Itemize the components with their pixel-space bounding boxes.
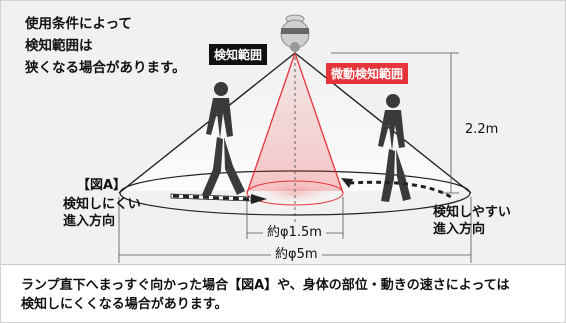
inner-diameter-label: 約φ1.5m <box>263 225 326 240</box>
direction-arrow-icon <box>170 193 267 204</box>
micro-cone-edge-right <box>294 52 344 194</box>
detection-range-label: 検知範囲 <box>209 44 268 65</box>
walking-person-icon <box>201 82 245 199</box>
footnote-line: ランプ直下へまっすぐ向かった場合【図A】や、身体の部位・動きの速さによっては <box>21 278 510 293</box>
figure-a-label: 【図A】 <box>77 178 127 193</box>
divider <box>1 264 565 265</box>
sensor-lamp-icon <box>280 14 310 52</box>
intro-line: 狭くなる場合があります。 <box>25 60 186 76</box>
footnote-line: 検知しにくくなる場合があります。 <box>21 297 228 312</box>
easy-to-detect-label: 検知しやすい 進入方向 <box>433 204 511 238</box>
intro-line: 検知範囲は <box>25 38 93 54</box>
hard-to-detect-line: 進入方向 <box>63 214 116 229</box>
easy-to-detect-line: 検知しやすい <box>433 205 511 220</box>
hard-to-detect-line: 検知しにくい <box>63 197 141 212</box>
micro-detection-cone <box>247 53 343 191</box>
micro-cone-edge-left <box>246 52 296 194</box>
outer-diameter-label: 約φ5m <box>271 247 322 262</box>
easy-to-detect-line: 進入方向 <box>433 222 486 237</box>
detection-cone-edge-left <box>118 52 296 194</box>
footnote: ランプ直下へまっすぐ向かった場合【図A】や、身体の部位・動きの速さによっては 検… <box>21 276 509 314</box>
direction-arrow-icon <box>341 178 452 199</box>
micro-detection-range-label: 微動検知範囲 <box>326 63 409 84</box>
walking-person-icon <box>378 94 411 202</box>
hard-to-detect-label: 検知しにくい 進入方向 <box>63 196 141 230</box>
intro-line: 使用条件によって <box>25 16 132 32</box>
height-label: 2.2m <box>461 122 503 137</box>
detection-diagram <box>118 14 472 263</box>
intro-text: 使用条件によって 検知範囲は 狭くなる場合があります。 <box>25 13 186 79</box>
